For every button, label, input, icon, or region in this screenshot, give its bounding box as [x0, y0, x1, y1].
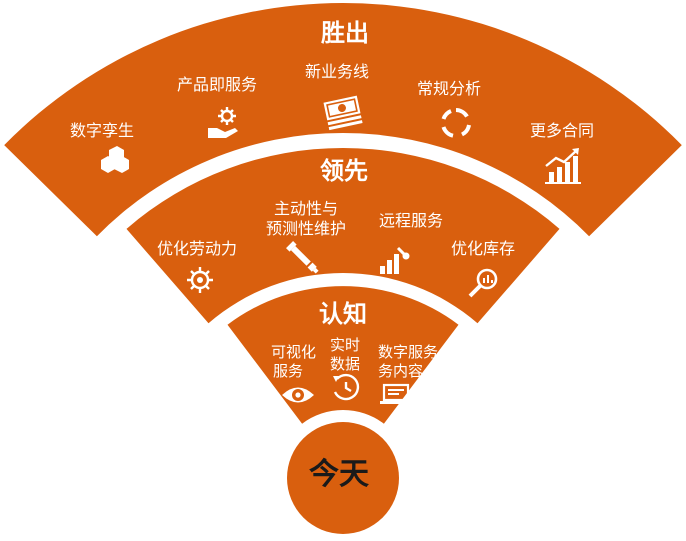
gear-person-icon [187, 267, 213, 293]
clock-icon [333, 373, 360, 401]
outer-item-digital-twin: 数字孪生 [70, 121, 135, 140]
middle-item-workforce: 优化劳动力 [157, 239, 238, 258]
middle-band [126, 147, 560, 324]
inner-item-visual-service-line1: 可视化 [271, 343, 317, 361]
money-stack-icon [323, 95, 363, 131]
outer-item-product-as-service: 产品即服务 [177, 75, 258, 94]
eye-icon [282, 387, 314, 403]
outer-item-new-business: 新业务线 [305, 62, 370, 81]
inner-item-digital-content-line2: 务内容 [378, 362, 424, 380]
inner-item-visual-service-line2: 服务 [273, 362, 304, 380]
magnifier-icon [468, 268, 498, 298]
inner-item-realtime-line1: 实时 [330, 336, 361, 354]
middle-item-inventory: 优化库存 [451, 239, 516, 258]
center-label: 今天 [309, 457, 369, 492]
tier-title-middle: 领先 [320, 157, 368, 185]
middle-item-maintenance-line1: 主动性与 [274, 199, 339, 218]
outer-item-more-contracts: 更多合同 [530, 121, 595, 140]
middle-item-maintenance-line2: 预测性维护 [266, 219, 347, 238]
tier-title-inner: 认知 [319, 300, 367, 328]
growth-chart-icon [545, 148, 581, 184]
circle-cycle-icon [441, 108, 471, 138]
center-circle [287, 422, 399, 534]
middle-item-remote-service: 远程服务 [379, 211, 444, 230]
tier-title-outer: 胜出 [321, 19, 369, 47]
hand-gear-icon [208, 107, 238, 138]
bar-wrench-icon [380, 246, 410, 274]
outer-item-regular-analysis: 常规分析 [417, 79, 482, 98]
laptop-icon [380, 383, 412, 404]
inner-item-digital-content-line1: 数字服务 [378, 343, 439, 361]
hexagon-icon [101, 146, 129, 173]
inner-item-realtime-line2: 数据 [330, 355, 361, 373]
